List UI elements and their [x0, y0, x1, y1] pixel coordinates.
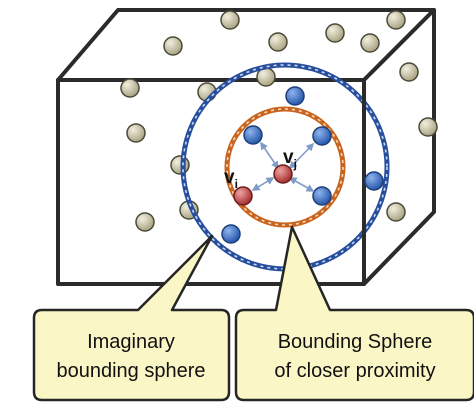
cube-box: [56, 8, 436, 286]
particle: [163, 36, 183, 56]
particle: [386, 10, 406, 30]
particle: [268, 32, 288, 52]
particle: [418, 117, 438, 137]
particle: [325, 23, 345, 43]
callout-left-line1: Imaginary: [87, 331, 175, 353]
particle: [243, 125, 263, 145]
particle: [285, 86, 305, 106]
node-label-vi: vi: [224, 167, 238, 191]
particle: [312, 186, 332, 206]
particle: [364, 171, 384, 191]
closer-proximity-sphere: [224, 106, 346, 228]
outer-particles: [120, 10, 438, 232]
particle-vi: [233, 186, 253, 206]
particle: [360, 33, 380, 53]
boundary-particles: [221, 86, 384, 244]
cube-front-face: [56, 78, 366, 286]
particle: [221, 224, 241, 244]
callout-right-line2: of closer proximity: [274, 360, 435, 382]
callout-left-line2: bounding sphere: [56, 360, 205, 382]
particle-vj: [273, 164, 293, 184]
particle: [386, 202, 406, 222]
particle: [312, 126, 332, 146]
callout-closer-proximity-sphere: Bounding Sphere of closer proximity: [234, 225, 474, 402]
particle: [126, 123, 146, 143]
particle: [220, 10, 240, 30]
callout-imaginary-bounding-sphere: Imaginary bounding sphere: [32, 234, 231, 402]
particle: [399, 62, 419, 82]
inner-particles: [243, 125, 332, 206]
callout-right-line1: Bounding Sphere: [278, 331, 433, 353]
svg-text:vi: vi: [224, 167, 238, 191]
neighbor-arrows: [251, 141, 315, 192]
particle: [170, 155, 190, 175]
svg-text:vj: vj: [283, 147, 297, 171]
particle: [135, 212, 155, 232]
particle: [120, 78, 140, 98]
node-label-vj: vj: [283, 147, 297, 171]
